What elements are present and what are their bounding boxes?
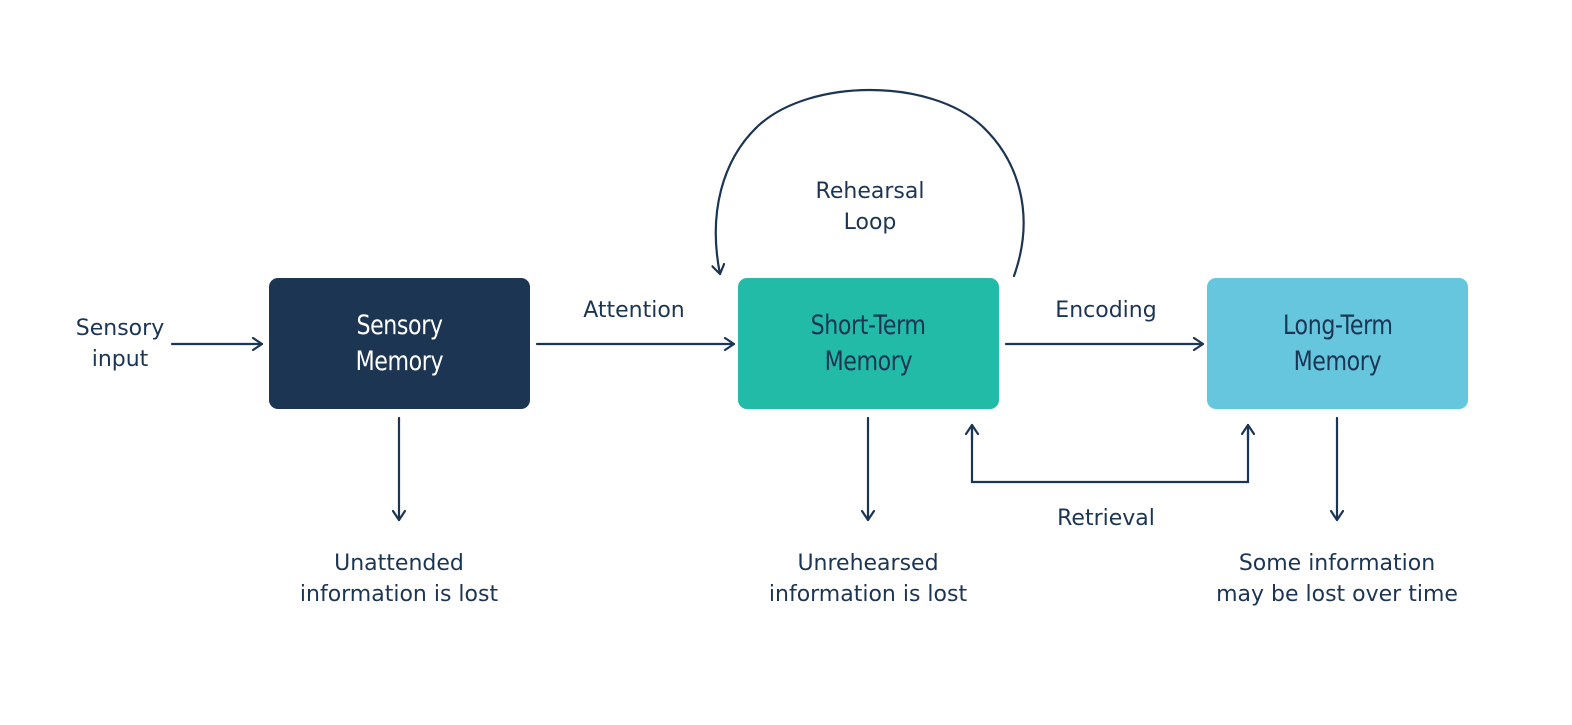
long-term-memory-line1: Long-Term bbox=[1282, 309, 1393, 341]
rehearsal-loop-arrow bbox=[716, 89, 1025, 278]
short-term-memory-line2: Memory bbox=[824, 345, 913, 377]
long-term-memory-box: Long-Term Memory bbox=[1207, 278, 1468, 409]
sensory-loss-line1: Unattended bbox=[334, 551, 464, 576]
short-term-memory-box: Short-Term Memory bbox=[738, 278, 999, 409]
sensory-memory-line2: Memory bbox=[355, 345, 444, 377]
retrieval-connector bbox=[970, 428, 1250, 484]
sensory-loss-label: Unattended information is lost bbox=[274, 548, 524, 610]
long-term-loss-label: Some information may be lost over time bbox=[1197, 548, 1477, 610]
sensory-memory-box: Sensory Memory bbox=[269, 278, 530, 409]
long-term-loss-line2: may be lost over time bbox=[1216, 582, 1458, 607]
retrieval-label: Retrieval bbox=[1057, 506, 1155, 531]
rehearsal-line1: Rehearsal bbox=[815, 179, 925, 204]
rehearsal-loop-label: Rehearsal Loop bbox=[790, 176, 950, 238]
attention-label: Attention bbox=[583, 298, 685, 323]
short-term-memory-line1: Short-Term bbox=[811, 309, 926, 341]
sensory-loss-line2: information is lost bbox=[299, 582, 499, 607]
rehearsal-line2: Loop bbox=[843, 210, 897, 235]
short-term-loss-line1: Unrehearsed bbox=[797, 551, 939, 576]
sensory-input-label: Sensory input bbox=[60, 313, 180, 375]
long-term-loss-line1: Some information bbox=[1238, 551, 1436, 576]
long-term-memory-line2: Memory bbox=[1293, 345, 1382, 377]
short-term-loss-label: Unrehearsed information is lost bbox=[743, 548, 993, 610]
short-term-loss-line2: information is lost bbox=[768, 582, 968, 607]
encoding-label: Encoding bbox=[1055, 298, 1157, 323]
sensory-input-line1: Sensory bbox=[75, 316, 165, 341]
sensory-input-line2: input bbox=[91, 347, 149, 372]
sensory-memory-line1: Sensory bbox=[356, 309, 443, 341]
